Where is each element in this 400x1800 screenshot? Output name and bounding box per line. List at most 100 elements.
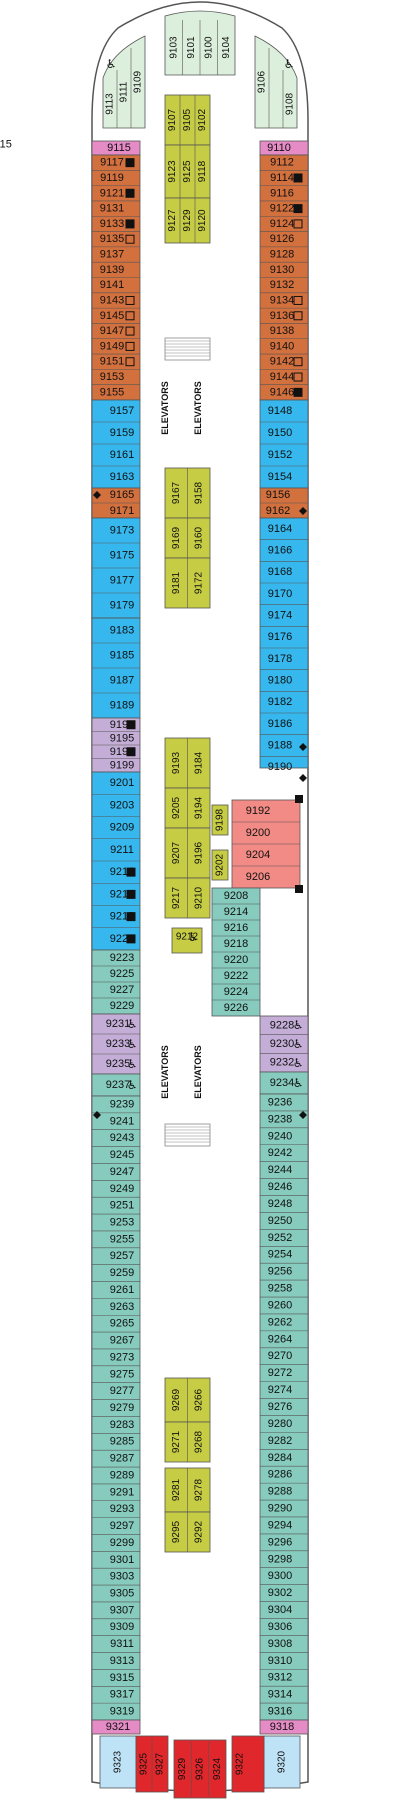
cabin-9283[interactable]: 9283 <box>110 1419 134 1431</box>
cabin-9298[interactable]: 9298 <box>268 1553 292 1565</box>
cabin-9101[interactable]: 9101 <box>186 36 197 59</box>
cabin-9305[interactable]: 9305 <box>110 1588 134 1600</box>
cabin-9228[interactable]: 9228 <box>270 1019 294 1031</box>
cabin-9190[interactable]: 9190 <box>268 761 292 773</box>
cabin-9232[interactable]: 9232 <box>270 1057 294 1069</box>
cabin-9265[interactable]: 9265 <box>110 1318 134 1330</box>
cabin-9282[interactable]: 9282 <box>268 1435 292 1447</box>
cabin-9163[interactable]: 9163 <box>110 471 134 483</box>
cabin-9294[interactable]: 9294 <box>268 1519 292 1531</box>
cabin-9174[interactable]: 9174 <box>268 610 292 622</box>
cabin-9285[interactable]: 9285 <box>110 1436 134 1448</box>
cabin-9237[interactable]: 9237 <box>106 1079 130 1091</box>
cabin-9246[interactable]: 9246 <box>268 1181 292 1193</box>
cabin-9269[interactable]: 9269 <box>171 1388 182 1411</box>
cabin-9203[interactable]: 9203 <box>110 799 134 811</box>
cabin-9239[interactable]: 9239 <box>110 1098 134 1110</box>
cabin-9329[interactable]: 9329 <box>177 1757 188 1780</box>
cabin-9254[interactable]: 9254 <box>268 1249 292 1261</box>
cabin-9115[interactable]: 9115 <box>0 139 12 151</box>
cabin-9130[interactable]: 9130 <box>270 264 294 276</box>
cabin-9240[interactable]: 9240 <box>268 1130 292 1142</box>
cabin-9169[interactable]: 9169 <box>171 526 182 549</box>
cabin-9272[interactable]: 9272 <box>268 1367 292 1379</box>
cabin-9244[interactable]: 9244 <box>268 1164 292 1176</box>
cabin-9168[interactable]: 9168 <box>268 566 292 578</box>
cabin-9145[interactable]: 9145 <box>100 310 124 322</box>
cabin-9231[interactable]: 9231 <box>106 1018 130 1030</box>
cabin-9313[interactable]: 9313 <box>110 1655 134 1667</box>
cabin-9255[interactable]: 9255 <box>110 1233 134 1245</box>
cabin-9295[interactable]: 9295 <box>171 1520 182 1543</box>
cabin-9257[interactable]: 9257 <box>110 1250 134 1262</box>
cabin-9188[interactable]: 9188 <box>268 740 292 752</box>
cabin-9289[interactable]: 9289 <box>110 1469 134 1481</box>
cabin-9308[interactable]: 9308 <box>268 1638 292 1650</box>
cabin-9300[interactable]: 9300 <box>268 1570 292 1582</box>
cabin-9113[interactable]: 9113 <box>105 93 116 115</box>
cabin-9126[interactable]: 9126 <box>270 233 294 245</box>
cabin-9277[interactable]: 9277 <box>110 1385 134 1397</box>
cabin-9146[interactable]: 9146 <box>270 386 294 398</box>
cabin-9172[interactable]: 9172 <box>193 571 204 594</box>
cabin-9286[interactable]: 9286 <box>268 1469 292 1481</box>
cabin-9225[interactable]: 9225 <box>110 968 134 980</box>
cabin-9238[interactable]: 9238 <box>268 1113 292 1125</box>
cabin-9208[interactable]: 9208 <box>224 890 248 902</box>
cabin-9161[interactable]: 9161 <box>110 449 134 461</box>
cabin-9296[interactable]: 9296 <box>268 1536 292 1548</box>
cabin-9264[interactable]: 9264 <box>268 1333 292 1345</box>
cabin-9323[interactable]: 9323 <box>113 1750 124 1773</box>
cabin-9312[interactable]: 9312 <box>268 1672 292 1684</box>
cabin-9224[interactable]: 9224 <box>224 986 248 998</box>
cabin-9179[interactable]: 9179 <box>110 600 134 612</box>
cabin-9112[interactable]: 9112 <box>270 157 294 169</box>
cabin-9114[interactable]: 9114 <box>270 172 294 184</box>
cabin-9201[interactable]: 9201 <box>110 777 134 789</box>
cabin-9274[interactable]: 9274 <box>268 1384 292 1396</box>
cabin-9181[interactable]: 9181 <box>171 571 182 594</box>
cabin-9311[interactable]: 9311 <box>110 1638 134 1650</box>
cabin-9260[interactable]: 9260 <box>268 1299 292 1311</box>
cabin-9249[interactable]: 9249 <box>110 1183 134 1195</box>
cabin-9217[interactable]: 9217 <box>171 886 182 909</box>
cabin-9281[interactable]: 9281 <box>171 1478 182 1501</box>
cabin-9262[interactable]: 9262 <box>268 1316 292 1328</box>
cabin-9314[interactable]: 9314 <box>268 1689 292 1701</box>
cabin-9142[interactable]: 9142 <box>270 356 294 368</box>
cabin-9256[interactable]: 9256 <box>268 1266 292 1278</box>
cabin-9138[interactable]: 9138 <box>270 325 294 337</box>
cabin-9104[interactable]: 9104 <box>221 36 232 59</box>
cabin-9236[interactable]: 9236 <box>268 1096 292 1108</box>
cabin-9292[interactable]: 9292 <box>193 1520 204 1543</box>
cabin-9155[interactable]: 9155 <box>100 386 124 398</box>
cabin-9218[interactable]: 9218 <box>224 938 248 950</box>
cabin-9122[interactable]: 9122 <box>270 203 294 215</box>
cabin-9103[interactable]: 9103 <box>168 36 179 59</box>
cabin-9230[interactable]: 9230 <box>270 1038 294 1050</box>
cabin-9160[interactable]: 9160 <box>193 526 204 549</box>
cabin-9307[interactable]: 9307 <box>110 1604 134 1616</box>
cabin-9176[interactable]: 9176 <box>268 631 292 643</box>
cabin-9109[interactable]: 9109 <box>133 70 144 93</box>
cabin-9235[interactable]: 9235 <box>106 1058 130 1070</box>
cabin-9183[interactable]: 9183 <box>110 625 134 637</box>
cabin-9195[interactable]: 9195 <box>110 732 134 744</box>
cabin-9167[interactable]: 9167 <box>171 481 182 504</box>
cabin-9226[interactable]: 9226 <box>224 1002 248 1014</box>
cabin-9299[interactable]: 9299 <box>110 1537 134 1549</box>
cabin-9135[interactable]: 9135 <box>100 233 124 245</box>
cabin-9204[interactable]: 9204 <box>246 849 270 861</box>
cabin-9102[interactable]: 9102 <box>197 108 208 131</box>
cabin-9123[interactable]: 9123 <box>167 160 178 183</box>
cabin-9154[interactable]: 9154 <box>268 471 292 483</box>
cabin-9165[interactable]: 9165 <box>110 489 134 501</box>
cabin-9106[interactable]: 9106 <box>257 70 268 93</box>
cabin-9248[interactable]: 9248 <box>268 1198 292 1210</box>
cabin-9125[interactable]: 9125 <box>182 160 193 183</box>
cabin-9320[interactable]: 9320 <box>277 1750 288 1773</box>
cabin-9250[interactable]: 9250 <box>268 1215 292 1227</box>
cabin-9206[interactable]: 9206 <box>246 871 270 883</box>
cabin-9251[interactable]: 9251 <box>110 1200 134 1212</box>
cabin-9310[interactable]: 9310 <box>268 1655 292 1667</box>
